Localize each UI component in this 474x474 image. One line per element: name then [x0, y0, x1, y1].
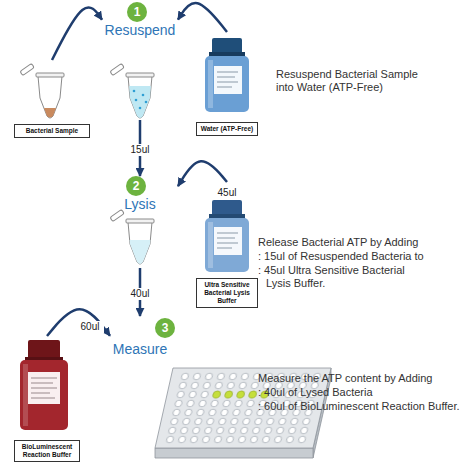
tube-rim: [126, 219, 154, 223]
tube-cap: [20, 63, 34, 75]
reagent-label: BioLuminescent Reaction Buffer: [14, 440, 80, 462]
tube-body: [128, 76, 152, 118]
step-group: 1Resuspend: [102, 2, 178, 120]
sample-tube: [20, 63, 64, 118]
bacteria-dot: [139, 107, 142, 110]
label-lines: [217, 72, 238, 87]
tube-rim: [126, 73, 154, 77]
step-title: Lysis: [102, 195, 178, 213]
bottle-shine: [208, 60, 213, 108]
bottle-body: [205, 218, 249, 272]
reagent-group: Water (ATP-Free): [196, 32, 258, 136]
reagent-group: BioLuminescent Reaction Buffer: [14, 336, 80, 462]
step-description: Measure the ATP content by Adding: [258, 372, 433, 385]
flow-arrow: [47, 309, 110, 336]
bottle-body: [20, 360, 68, 430]
tube-cap: [110, 63, 124, 75]
tube-body: [128, 222, 152, 264]
water-bottle: [205, 38, 249, 112]
step-group: 2Lysis: [102, 176, 178, 268]
bottle-body: [205, 56, 249, 112]
reagent-group: Ultra Sensitive Bacterial Lysis Buffer: [196, 182, 258, 308]
step-description: Resuspend Bacterial Sample into Water (A…: [276, 68, 426, 94]
label-lines: [217, 233, 238, 248]
bottle-cap: [212, 200, 242, 216]
plate-front: [155, 448, 313, 458]
bacteria-dot: [133, 90, 136, 93]
label-lines: [31, 378, 57, 398]
tube-cap: [110, 209, 124, 221]
lysis-buffer-bottle: [205, 200, 249, 272]
volume-label: 40ul: [126, 288, 154, 300]
bacteria-dot: [135, 99, 138, 102]
tube-liquid: [129, 86, 151, 118]
lysis-tube: [110, 209, 154, 264]
flow-arrow: [52, 7, 102, 60]
bottle-shine: [208, 222, 213, 268]
bottle-label: [214, 66, 242, 94]
flow-arrow: [178, 3, 227, 32]
step-number: 2: [126, 176, 146, 196]
resuspended-tube: [110, 63, 154, 118]
step-title: Resuspend: [102, 21, 178, 39]
tube-rim: [36, 73, 64, 77]
step-description: : 15ul of Resuspended Bacteria to: [258, 250, 424, 263]
bacteria-dot: [142, 94, 145, 97]
bacteria-dot: [145, 101, 148, 104]
step-group: 3Measure: [110, 316, 170, 362]
reagent-label: Ultra Sensitive Bacterial Lysis Buffer: [196, 278, 258, 308]
flow-arrow: [178, 161, 227, 186]
bottle-label: [28, 372, 60, 404]
step-description: Release Bacterial ATP by Adding: [258, 236, 418, 249]
step-description: : 40ul of Lysed Bacteria: [258, 386, 373, 399]
step-number: 1: [127, 2, 147, 22]
tube-body: [38, 76, 62, 118]
bottle-shine: [23, 364, 28, 426]
step-description: : 45ul Ultra Sensitive Bacterial Lysis B…: [258, 264, 428, 290]
reaction-buffer-bottle: [20, 340, 68, 430]
bottle-cap: [212, 38, 242, 54]
volume-label: 45ul: [213, 187, 241, 199]
volume-label: 15ul: [126, 144, 154, 156]
step-description: : 60ul of BioLuminescent Reaction Buffer…: [258, 400, 460, 413]
reagent-label: Bacterial Sample: [14, 124, 90, 138]
step-number: 3: [155, 318, 175, 338]
step-title: Measure: [110, 340, 170, 358]
bacterial-pellet: [44, 108, 56, 118]
reagent-group: Bacterial Sample: [14, 60, 90, 138]
volume-label: 60ul: [76, 321, 104, 333]
bottle-label: [214, 227, 242, 255]
reagent-label: Water (ATP-Free): [196, 122, 258, 136]
tube-liquid: [130, 240, 151, 264]
